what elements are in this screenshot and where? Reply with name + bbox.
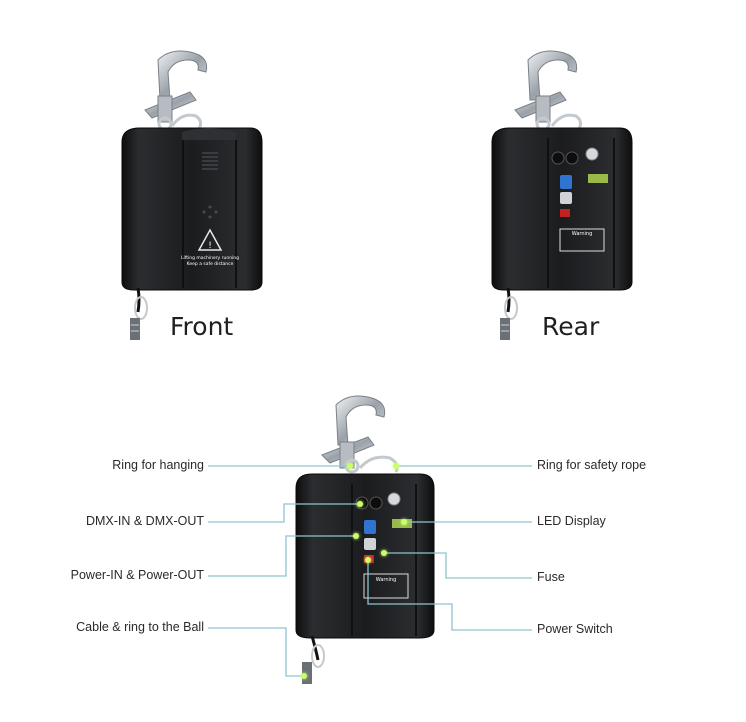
cable-ring (500, 287, 518, 340)
front-caution-text-2: Keep a safe distance (187, 261, 234, 267)
annotated-warning-title: Warning (376, 577, 397, 583)
front-caution-text-1: Lifting machinery running (181, 255, 239, 261)
hanging-clamp (514, 50, 583, 132)
cable-ring (130, 287, 148, 340)
callout-leaders (208, 465, 532, 677)
rear-unit: Warning (491, 50, 633, 340)
callout-fuse: Fuse (537, 570, 565, 584)
callout-power-in-out: Power-IN & Power-OUT (70, 568, 204, 582)
cable-ring (302, 635, 325, 684)
callout-dmx-in-out: DMX-IN & DMX-OUT (85, 514, 204, 528)
annotated-unit: Warning (295, 395, 435, 684)
hanging-clamp (144, 50, 208, 132)
callout-dots (301, 463, 407, 679)
rear-view-label: Rear (542, 312, 600, 341)
rear-warning-title: Warning (572, 231, 593, 237)
caution-triangle-icon: ! (197, 228, 223, 251)
front-view-label: Front (170, 312, 234, 341)
vent-grill (202, 152, 218, 170)
callout-led-display: LED Display (537, 514, 606, 528)
callout-cable-ring: Cable & ring to the Ball (76, 620, 204, 634)
callout-ring-safety-rope: Ring for safety rope (537, 458, 647, 472)
callout-power-switch: Power Switch (537, 622, 613, 636)
svg-text:!: ! (208, 241, 212, 251)
callout-ring-for-hanging: Ring for hanging (112, 458, 204, 472)
front-unit: ! Lifting machinery running Keep a safe … (121, 50, 263, 340)
hanging-clamp (321, 395, 399, 474)
